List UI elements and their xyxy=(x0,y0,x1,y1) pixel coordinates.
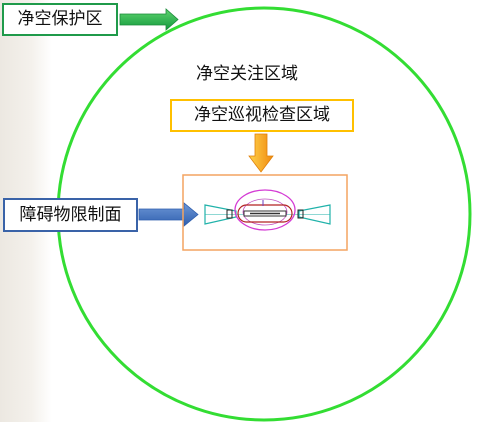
clearance-attention-area-label: 净空关注区域 xyxy=(196,64,298,84)
clearance-patrol-area-text: 净空巡视检查区域 xyxy=(194,105,330,125)
limit-surface-arrow xyxy=(138,202,199,227)
patrol-inspection-rect xyxy=(182,174,348,251)
protection-zone-arrow xyxy=(119,8,179,31)
patrol-area-arrow xyxy=(248,133,274,173)
obstacle-limit-surface-label: 障碍物限制面 xyxy=(3,198,138,232)
clearance-patrol-area-label: 净空巡视检查区域 xyxy=(170,99,354,132)
obstacle-limit-surface-drawing xyxy=(204,189,331,231)
clearance-protection-zone-text: 净空保护区 xyxy=(17,9,103,29)
clearance-protection-zone-label: 净空保护区 xyxy=(2,3,118,36)
obstacle-limit-surface-text: 障碍物限制面 xyxy=(19,204,122,225)
